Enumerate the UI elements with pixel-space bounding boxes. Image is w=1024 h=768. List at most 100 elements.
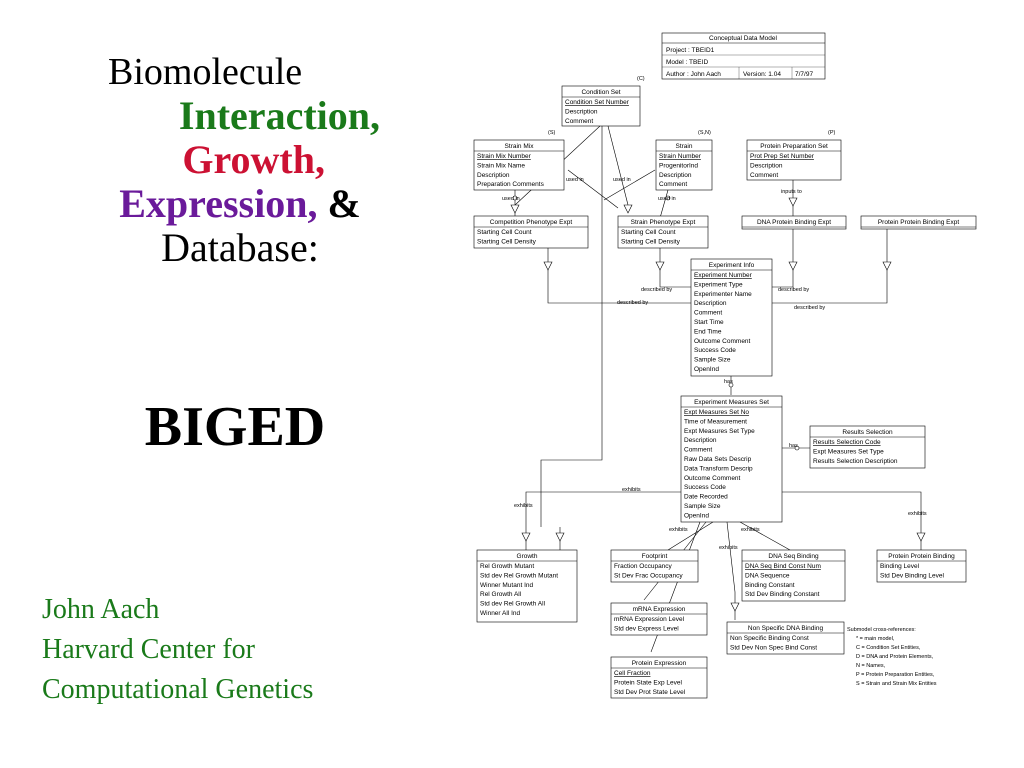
entity-attribute: Winner All Ind bbox=[480, 610, 520, 617]
entity-attribute: Preparation Comments bbox=[477, 181, 545, 188]
entity-attribute: Binding Level bbox=[880, 563, 920, 570]
label-described-by-1: described by bbox=[641, 287, 672, 293]
entity-attribute: OpenInd bbox=[684, 512, 709, 519]
entity-title: Non Specific DNA Binding bbox=[748, 625, 824, 632]
entity-attribute: St Dev Frac Occupancy bbox=[614, 572, 683, 579]
entity-protein-protein-binding-expt: Protein Protein Binding Expt bbox=[860, 215, 977, 230]
label-exhibits-4: exhibits bbox=[741, 527, 760, 533]
tag-condition: (C) bbox=[637, 76, 645, 82]
entity-attribute: Success Code bbox=[684, 484, 726, 491]
label-exhibits-1: exhibits bbox=[514, 503, 533, 509]
entity-attribute: Experiment Type bbox=[694, 281, 743, 288]
model-info-box: Conceptual Data Model Project : TBEID1 M… bbox=[661, 32, 826, 80]
entity-title: Results Selection bbox=[842, 429, 893, 436]
entity-attribute: Non Specific Binding Const bbox=[730, 635, 809, 642]
model-info-project: Project : TBEID1 bbox=[666, 47, 715, 54]
title-expression-word: Expression, bbox=[119, 181, 318, 226]
entity-attribute: Cell Fraction bbox=[614, 670, 651, 677]
entity-attribute: OpenInd bbox=[694, 366, 719, 373]
label-inputs-to: inputs to bbox=[781, 189, 802, 195]
entity-title: Condition Set bbox=[581, 89, 620, 96]
entity-attribute: Condition Set Number bbox=[565, 99, 630, 106]
entity-title: Footprint bbox=[642, 553, 668, 560]
tag-strain-mix: (S) bbox=[548, 130, 556, 136]
entity-attribute: Comment bbox=[684, 447, 712, 454]
model-info-title: Conceptual Data Model bbox=[709, 35, 777, 42]
entity-title: Growth bbox=[517, 553, 538, 560]
entity-attribute: Comment bbox=[694, 310, 722, 317]
title-line-growth: Growth, bbox=[182, 137, 325, 182]
title-line-interaction: Interaction, bbox=[178, 93, 380, 138]
entity-attribute: Std Dev Prot State Level bbox=[614, 689, 686, 696]
entity-attribute: Comment bbox=[565, 118, 593, 125]
author-block: John Aach Harvard Center for Computation… bbox=[42, 590, 313, 710]
entity-attribute: Outcome Comment bbox=[694, 338, 751, 345]
entity-attribute: Strain Mix Number bbox=[477, 153, 532, 160]
entity-attribute: Rel Growth All bbox=[480, 591, 522, 598]
acronym-title: BIGED bbox=[144, 396, 326, 458]
title-block: Biomolecule Interaction, Growth, Express… bbox=[100, 50, 380, 270]
entity-title: DNA Seq Binding bbox=[768, 553, 819, 560]
entity-title: Competition Phenotype Expt bbox=[490, 219, 573, 226]
entity-title: Strain Mix bbox=[505, 143, 535, 150]
title-line-expression: Expression, & bbox=[100, 182, 380, 226]
entity-attribute: ProgenitorInd bbox=[659, 162, 698, 169]
entity-attribute: Start Time bbox=[694, 319, 724, 326]
label-exhibits-6: exhibits bbox=[908, 511, 927, 517]
entity-attribute: DNA Sequence bbox=[745, 572, 790, 579]
entity-attribute: Time of Measurement bbox=[684, 418, 747, 425]
entity-attribute: Binding Constant bbox=[745, 582, 795, 589]
label-used-in-4: used in bbox=[658, 196, 676, 202]
entity-title: mRNA Expression bbox=[633, 606, 686, 613]
entity-attribute: Sample Size bbox=[684, 503, 721, 510]
entity-attribute: Expt Measures Set No bbox=[684, 409, 749, 416]
label-exhibits-3: exhibits bbox=[669, 527, 688, 533]
entity-attribute: Std Dev Non Spec Bind Const bbox=[730, 644, 817, 651]
entity-attribute: Std Dev Binding Level bbox=[880, 572, 945, 579]
entity-attribute: Protein State Exp Level bbox=[614, 679, 682, 686]
author-org-line2: Computational Genetics bbox=[42, 674, 314, 705]
entity-attribute: Outcome Comment bbox=[684, 475, 741, 482]
legend-line: D = DNA and Protein Elements, bbox=[856, 654, 934, 660]
model-info-date: 7/7/97 bbox=[795, 71, 813, 78]
legend-line: P = Protein Preparation Entities, bbox=[856, 672, 935, 678]
entity-attribute: End Time bbox=[694, 328, 722, 335]
title-line-database: Database: bbox=[161, 225, 319, 270]
entity-attribute: Prot Prep Set Number bbox=[750, 153, 815, 160]
author-org-line1: Harvard Center for bbox=[42, 634, 256, 665]
label-described-by-4: described by bbox=[794, 305, 825, 311]
entity-attribute: Sample Size bbox=[694, 357, 731, 364]
entity-attribute: Std dev Rel Growth Mutant bbox=[480, 572, 558, 579]
submodel-legend: Submodel cross-references: * = main mode… bbox=[847, 627, 937, 687]
tag-protein-prep: (P) bbox=[828, 130, 836, 136]
entity-attribute: Date Recorded bbox=[684, 494, 728, 501]
legend-line: S = Strain and Strain Mix Entities bbox=[856, 681, 937, 687]
entity-attribute: Rel Growth Mutant bbox=[480, 563, 534, 570]
title-line-biomolecule: Biomolecule bbox=[108, 51, 303, 93]
entity-attribute: Comment bbox=[750, 172, 778, 179]
entity-attribute: Success Code bbox=[694, 347, 736, 354]
entity-title: Experiment Measures Set bbox=[694, 399, 769, 406]
entity-attribute: Expt Measures Set Type bbox=[813, 448, 884, 455]
entity-attribute: Strain Number bbox=[659, 153, 702, 160]
entity-dna-protein-binding: DNA Protein Binding Expt bbox=[741, 215, 847, 230]
legend-title: Submodel cross-references: bbox=[847, 627, 916, 633]
label-used-in-1: used in bbox=[502, 196, 520, 202]
entity-attribute: DNA Seq Bind Const Num bbox=[745, 563, 821, 570]
entity-attribute: Fraction Occupancy bbox=[614, 563, 673, 570]
entity-attribute: Winner Mutant Ind bbox=[480, 582, 533, 589]
tag-strain: (S,N) bbox=[698, 130, 711, 136]
